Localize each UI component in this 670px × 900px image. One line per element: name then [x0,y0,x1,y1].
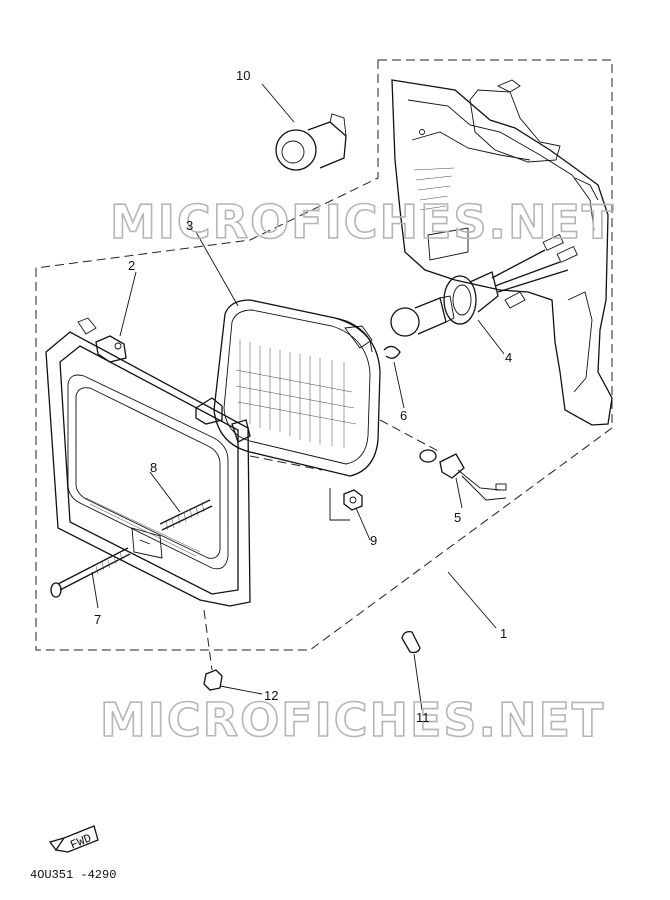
callout-7: 7 [94,612,101,627]
position-light-socket [419,449,507,501]
bracket-cover [391,79,613,426]
watermark-bottom: MICROFICHES.NET [100,693,605,747]
arrow-front-icon: FWD [48,825,99,853]
diagram-code: 4OU351 -4290 [30,868,116,882]
assembly-outline [35,59,613,651]
long-bolt [50,547,131,598]
callout-11: 11 [416,710,430,725]
watermark-top: MICROFICHES.NET [110,195,615,249]
callout-12: 12 [264,688,278,703]
sealed-beam-unit [213,299,381,477]
callout-1: 1 [500,626,507,641]
callout-4: 4 [505,350,512,365]
callout-8: 8 [150,460,157,475]
small-bulb [401,630,421,654]
retaining-clip [383,345,401,359]
callout-2: 2 [128,258,135,273]
adjuster-screw [159,499,213,531]
nut [343,489,363,511]
callout-5: 5 [454,510,461,525]
leader-lines [91,83,505,711]
callout-6: 6 [400,408,407,423]
parking-bulb [275,113,347,171]
callout-10: 10 [236,68,250,83]
headlight-bulb [390,295,455,337]
bulb-socket [443,233,578,325]
callout-3: 3 [186,218,193,233]
small-screw [203,669,223,691]
callout-9: 9 [370,533,377,548]
headlight-rim [45,317,251,607]
